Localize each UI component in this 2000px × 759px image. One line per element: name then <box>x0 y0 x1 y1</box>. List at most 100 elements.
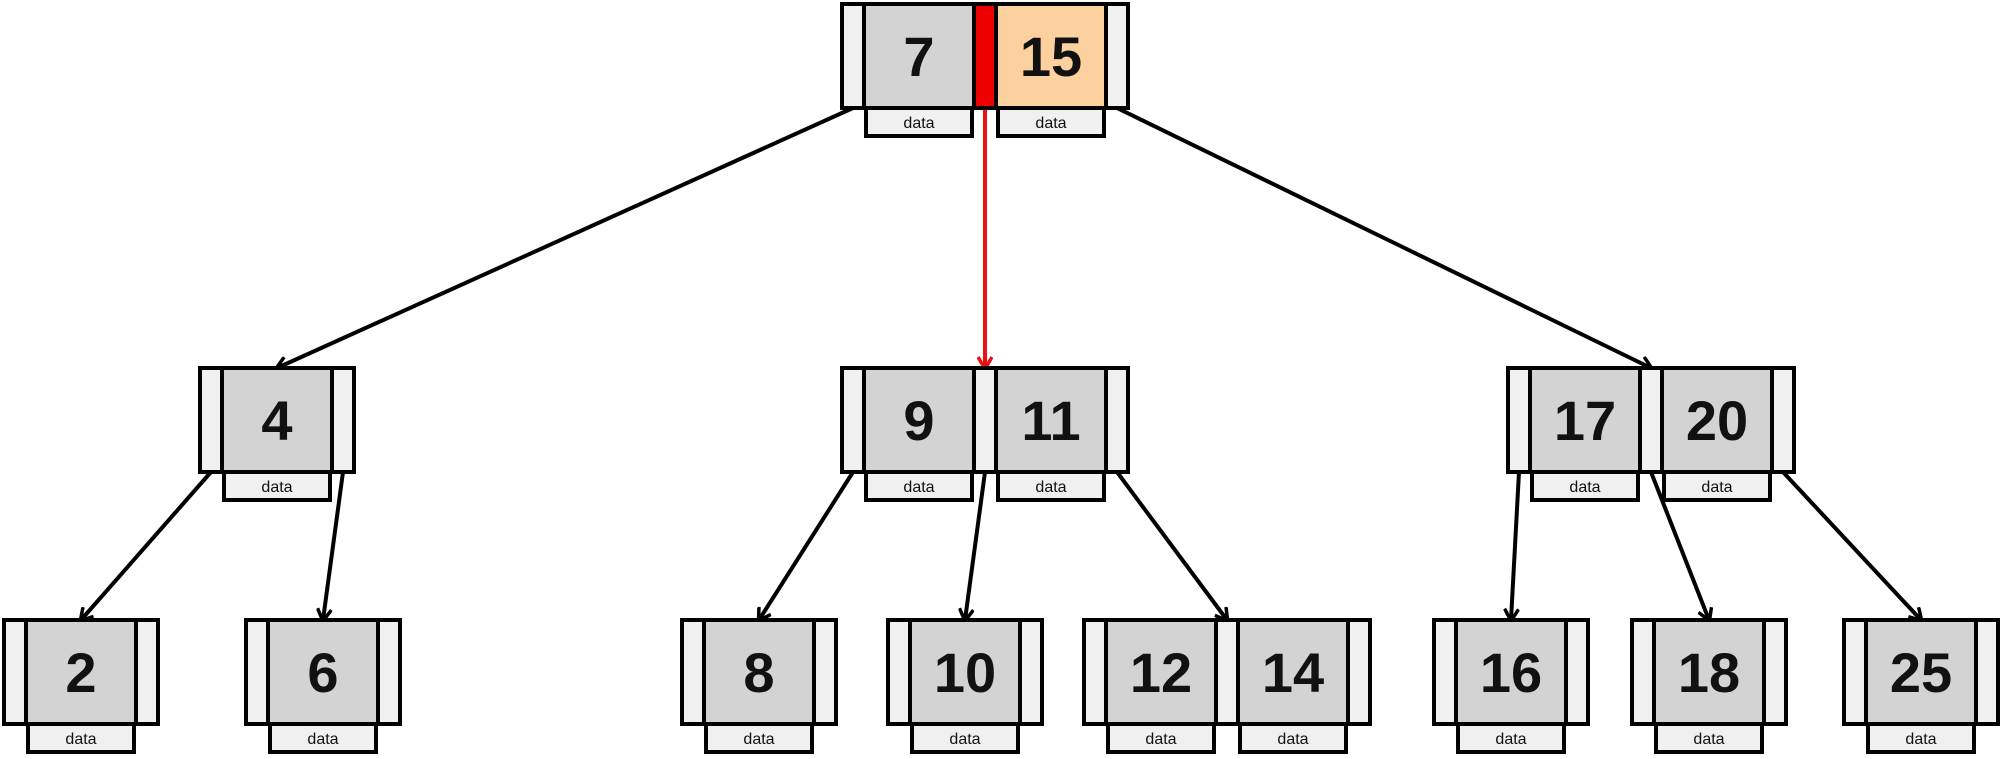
node-n2: 2 data <box>2 618 160 754</box>
child-edge-arrow <box>965 471 987 620</box>
node-n18: 18 data <box>1630 618 1788 754</box>
key-cell <box>24 618 138 726</box>
child-pointer <box>1842 618 1868 726</box>
data-box <box>1866 722 1976 754</box>
data-label: data <box>1035 115 1066 132</box>
child-edge-arrow <box>1781 470 1921 620</box>
key-label: 2 <box>65 641 96 704</box>
node-n10: 10 data <box>886 618 1044 754</box>
child-pointer <box>1018 618 1044 726</box>
child-pointer <box>1762 618 1788 726</box>
child-pointer <box>886 618 912 726</box>
child-pointer <box>812 618 838 726</box>
data-box <box>996 106 1106 138</box>
data-label: data <box>65 731 96 748</box>
child-edge-arrow <box>81 470 213 620</box>
data-box <box>1530 470 1640 502</box>
child-pointer <box>198 366 224 474</box>
child-pointer <box>1214 618 1240 726</box>
child-pointer <box>840 2 866 110</box>
key-cell <box>1104 618 1218 726</box>
key-cell <box>266 618 380 726</box>
child-pointer <box>244 618 270 726</box>
data-box <box>1456 722 1566 754</box>
child-edge-arrow <box>1649 471 1709 620</box>
key-cell <box>862 2 976 110</box>
child-pointer <box>1974 618 2000 726</box>
data-label: data <box>1495 731 1526 748</box>
key-label: 7 <box>903 25 934 88</box>
child-pointer <box>376 618 402 726</box>
data-label: data <box>1569 479 1600 496</box>
child-pointer <box>972 366 998 474</box>
child-edge-arrow <box>1116 106 1651 368</box>
child-edge-arrow <box>323 471 345 620</box>
key-label: 9 <box>903 389 934 452</box>
key-cell <box>1652 618 1766 726</box>
key-cell <box>994 366 1108 474</box>
child-pointer <box>1104 2 1130 110</box>
data-box <box>1106 722 1216 754</box>
data-box <box>704 722 814 754</box>
key-label: 4 <box>261 389 292 452</box>
data-label: data <box>1701 479 1732 496</box>
data-box <box>1654 722 1764 754</box>
child-pointer <box>1506 366 1532 474</box>
key-label: 8 <box>743 641 774 704</box>
key-cell <box>702 618 816 726</box>
child-pointer <box>1564 618 1590 726</box>
key-label: 16 <box>1480 641 1542 704</box>
child-pointer <box>1082 618 1108 726</box>
data-label: data <box>1277 731 1308 748</box>
child-pointer <box>1770 366 1796 474</box>
child-pointer <box>840 366 866 474</box>
data-box <box>1238 722 1348 754</box>
key-label: 18 <box>1678 641 1740 704</box>
child-edge-arrow <box>1511 471 1521 620</box>
key-label: 20 <box>1686 389 1748 452</box>
child-pointer <box>134 618 160 726</box>
data-label: data <box>261 479 292 496</box>
child-edge-arrow <box>1115 470 1227 620</box>
key-label: 12 <box>1130 641 1192 704</box>
data-label: data <box>307 731 338 748</box>
node-n4: 4 data <box>198 366 356 502</box>
child-edge-arrow <box>759 470 855 620</box>
child-pointer <box>1346 618 1372 726</box>
data-label: data <box>743 731 774 748</box>
key-label: 11 <box>1021 389 1080 452</box>
key-label: 10 <box>934 641 996 704</box>
child-pointer-highlighted <box>972 2 998 110</box>
data-box <box>910 722 1020 754</box>
node-n8: 8 data <box>680 618 838 754</box>
data-box <box>268 722 378 754</box>
node-root: 7 data 15 data <box>840 2 1130 138</box>
data-box <box>864 106 974 138</box>
data-label: data <box>1693 731 1724 748</box>
child-pointer <box>1432 618 1458 726</box>
key-cell <box>1236 618 1350 726</box>
key-label: 15 <box>1020 25 1082 88</box>
data-box <box>864 470 974 502</box>
child-edge-arrow <box>277 106 854 368</box>
child-pointer <box>1638 366 1664 474</box>
child-pointer <box>1104 366 1130 474</box>
data-box <box>222 470 332 502</box>
data-box <box>1662 470 1772 502</box>
data-label: data <box>949 731 980 748</box>
key-cell <box>1864 618 1978 726</box>
edges-layer <box>81 106 1921 620</box>
node-n17_20: 17 data 20 data <box>1506 366 1796 502</box>
data-label: data <box>903 115 934 132</box>
key-label: 17 <box>1554 389 1616 452</box>
child-pointer <box>330 366 356 474</box>
key-cell <box>862 366 976 474</box>
data-label: data <box>903 479 934 496</box>
child-pointer <box>2 618 28 726</box>
